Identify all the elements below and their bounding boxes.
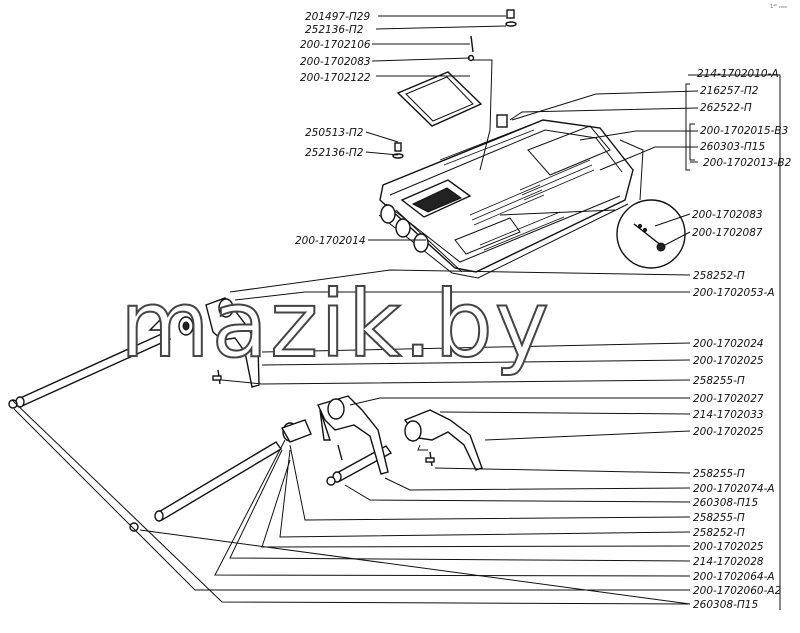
label-214-1702010-a: 214-1702010-А	[697, 68, 779, 80]
watermark: mazik.by	[120, 271, 551, 378]
label-200-1702083-top: 200-1702083	[300, 56, 371, 68]
label-200-1702060-a2: 200-1702060-А2	[693, 585, 782, 597]
label-260303-p15: 260303-П15	[700, 141, 765, 153]
shift-fork-1	[148, 297, 260, 388]
label-252136-p2: 252136-П2	[305, 147, 364, 159]
label-200-1702064-a: 200-1702064-А	[693, 571, 775, 583]
shift-rod-1	[15, 331, 171, 408]
label-260308-p15-bottom: 260308-П15	[693, 599, 758, 611]
breather-cap	[496, 114, 508, 128]
label-258255-p-lower: 258255-П	[693, 512, 745, 524]
label-200-1702025-lower: 200-1702025	[693, 541, 764, 553]
shift-housing	[378, 119, 634, 279]
corner-note: 1ᵃᵇ ₂₀₀₀	[770, 4, 787, 10]
label-200-1702014: 200-1702014	[295, 235, 366, 247]
label-201497-p29: 201497-П29	[305, 11, 370, 23]
label-200-1702013-v2: 200-1702013-В2	[703, 157, 792, 169]
label-200-1702087: 200-1702087	[692, 227, 763, 239]
label-258252-p-upper: 258252-П	[693, 270, 745, 282]
shift-rod-2	[154, 441, 283, 522]
label-200-1702083-detail: 200-1702083	[692, 209, 763, 221]
label-200-1702015-v3: 200-1702015-В3	[700, 125, 788, 137]
label-214-1702028: 214-1702028	[693, 556, 764, 568]
small-bolt	[392, 142, 404, 159]
label-200-1702025-mid: 200-1702025	[693, 426, 764, 438]
label-252136-p2-top: 252136-П2	[305, 24, 364, 36]
leader-lines	[11, 15, 781, 610]
label-200-1702122: 200-1702122	[300, 72, 371, 84]
label-200-1702027: 200-1702027	[693, 393, 764, 405]
label-214-1702033: 214-1702033	[693, 409, 764, 421]
label-260308-p15-mid: 260308-П15	[693, 497, 758, 509]
interlock-balls	[8, 399, 336, 532]
label-200-1702024: 200-1702024	[693, 338, 764, 350]
label-262522-p: 262522-П	[700, 102, 752, 114]
shift-fork-3	[317, 395, 389, 475]
label-258255-p-mid: 258255-П	[693, 468, 745, 480]
shift-fork-4	[403, 409, 483, 471]
label-250513-p2: 250513-П2	[305, 127, 364, 139]
label-200-1702106: 200-1702106	[300, 39, 371, 51]
top-bolt	[505, 9, 517, 27]
label-216257-p2: 216257-П2	[700, 85, 759, 97]
callout-labels: 201497-П29 252136-П2 200-1702106 200-170…	[295, 11, 792, 611]
detail-magnifier	[616, 199, 686, 269]
label-200-1702074-a: 200-1702074-А	[693, 483, 775, 495]
detent-pin-top	[467, 35, 475, 62]
shift-fork-2	[280, 419, 343, 461]
label-258255-p-upper: 258255-П	[693, 375, 745, 387]
label-200-1702025-upper: 200-1702025	[693, 355, 764, 367]
label-258252-p-lower: 258252-П	[693, 527, 745, 539]
cover-plate	[396, 71, 483, 127]
label-200-1702053-a: 200-1702053-А	[693, 287, 775, 299]
